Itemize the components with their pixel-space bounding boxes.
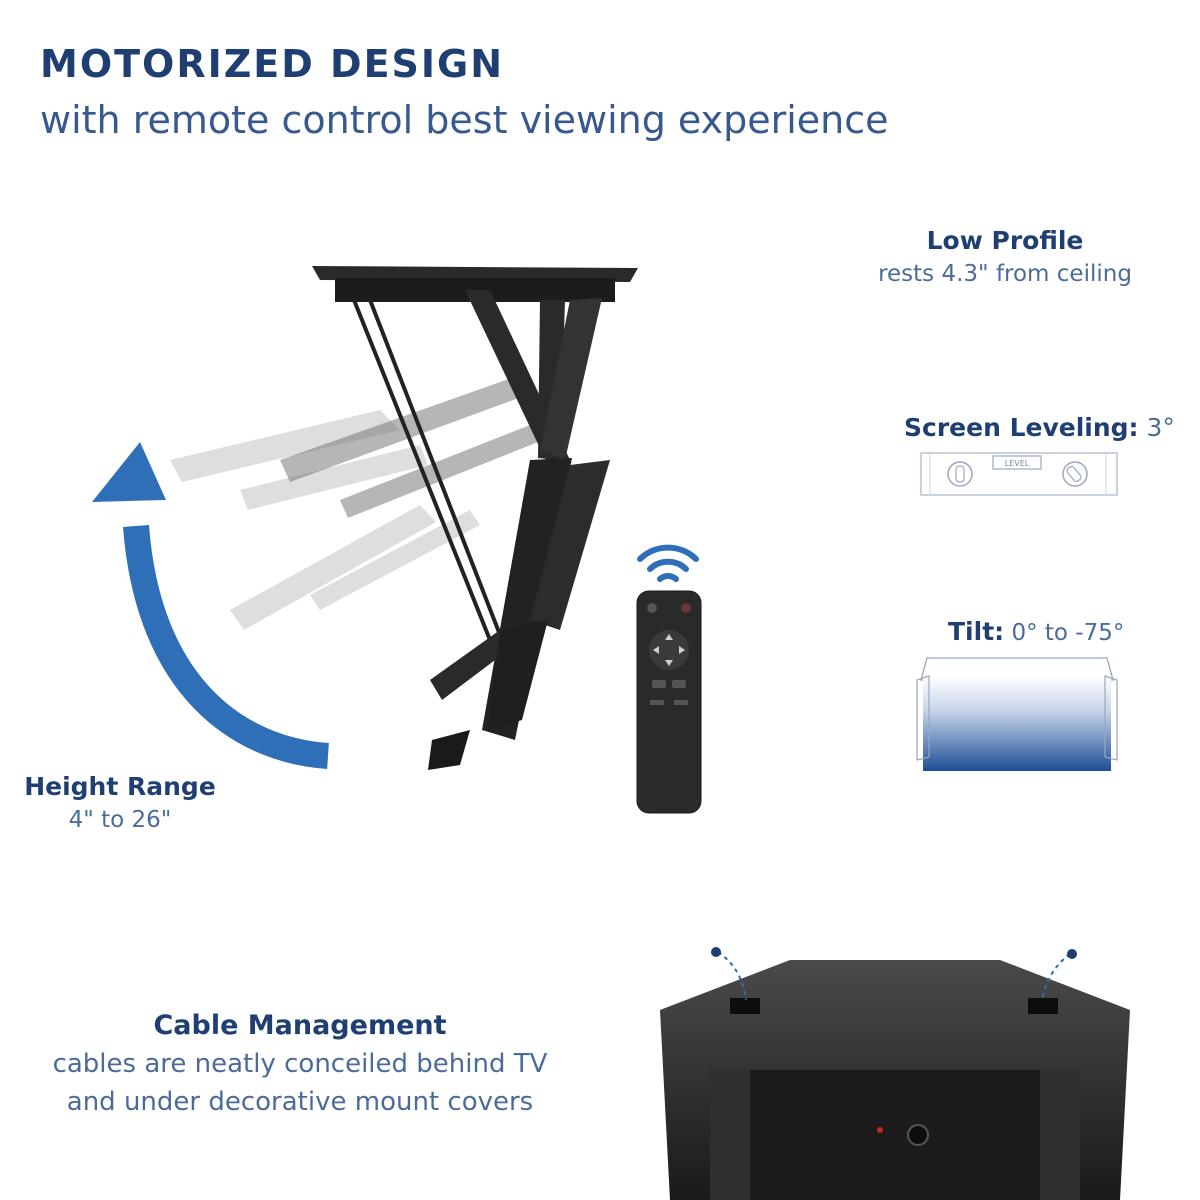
cable-management-line2: and under decorative mount covers [66,1087,534,1117]
page-subtitle: with remote control best viewing experie… [40,98,889,142]
level-label: LEVEL [1005,459,1030,468]
mount-closeup-image [660,947,1130,1200]
low-profile-block: Low Profile rests 4.3" from ceiling [860,226,1150,287]
remote-control-icon [636,590,702,814]
tilt-title: Tilt: [948,617,1005,646]
screen-leveling-value: 3° [1138,413,1175,442]
screen-leveling-title: Screen Leveling: [904,413,1139,442]
cable-management-block: Cable Management cables are neatly conce… [20,1010,580,1117]
up-arrow-icon [92,442,330,769]
page-title: MOTORIZED DESIGN [40,42,505,86]
low-profile-sub: rests 4.3" from ceiling [878,261,1132,287]
cable-management-line1: cables are neatly conceiled behind TV [52,1049,548,1079]
ceiling-mount-image [170,266,638,770]
level-icon: LEVEL [920,452,1118,496]
height-range-block: Height Range 4" to 26" [20,772,220,833]
cable-management-title: Cable Management [153,1010,447,1041]
tilt-block: Tilt: 0° to -75° [948,617,1168,646]
height-range-title: Height Range [24,772,216,801]
screen-leveling-block: Screen Leveling: 3° [904,413,1175,442]
low-profile-title: Low Profile [926,226,1084,255]
height-range-sub: 4" to 26" [68,807,172,833]
tilt-value: 0° to -75° [1004,620,1125,646]
tilt-panel-icon [916,657,1118,771]
wifi-signal-icon [637,544,699,582]
